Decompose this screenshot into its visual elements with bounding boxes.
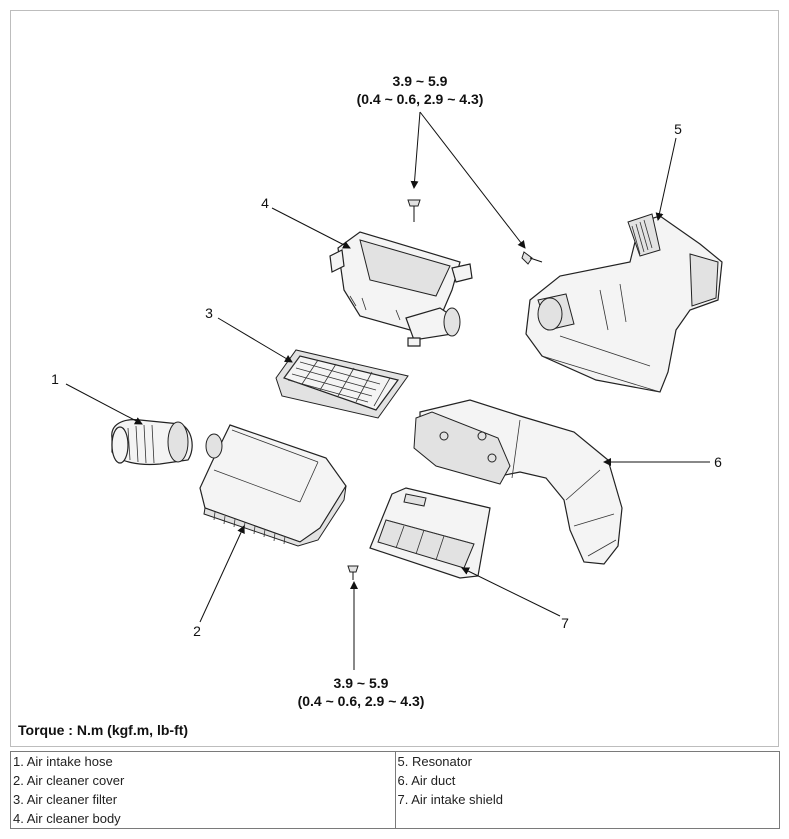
air-intake-shield-drawing	[369, 487, 491, 579]
legend-right-column: 5. Resonator 6. Air duct 7. Air intake s…	[394, 751, 780, 829]
legend-item-3: 3. Air cleaner filter	[13, 792, 118, 807]
callout-4: 4	[261, 195, 269, 211]
torque-bottom-line1: 3.9 ~ 5.9	[334, 675, 389, 691]
callout-2: 2	[193, 623, 201, 639]
legend-item-2: 2. Air cleaner cover	[13, 773, 125, 788]
callout-3: 3	[205, 305, 213, 321]
callout-7: 7	[561, 615, 569, 631]
bolts	[347, 199, 543, 580]
torque-top-line2: (0.4 ~ 0.6, 2.9 ~ 4.3)	[357, 91, 484, 107]
torque-top-line1: 3.9 ~ 5.9	[393, 73, 448, 89]
air-cleaner-body-drawing	[329, 231, 473, 347]
parts-legend-table: 1. Air intake hose 2. Air cleaner cover …	[10, 751, 780, 829]
air-duct-drawing	[413, 399, 623, 565]
callout-5: 5	[674, 121, 682, 137]
torque-units-caption: Torque : N.m (kgf.m, lb-ft)	[18, 722, 189, 738]
legend-item-6: 6. Air duct	[397, 773, 456, 788]
callout-leaders	[65, 137, 710, 623]
legend-item-5: 5. Resonator	[397, 754, 472, 769]
legend-item-7: 7. Air intake shield	[397, 792, 504, 807]
resonator-drawing	[525, 213, 723, 393]
legend-item-4: 4. Air cleaner body	[13, 811, 121, 826]
air-intake-hose-drawing	[111, 419, 193, 466]
exploded-diagram: 3.9 ~ 5.9 (0.4 ~ 0.6, 2.9 ~ 4.3) 3.9 ~ 5…	[51, 73, 723, 709]
callout-6: 6	[714, 454, 722, 470]
air-cleaner-filter-drawing	[275, 349, 409, 419]
torque-bottom-line2: (0.4 ~ 0.6, 2.9 ~ 4.3)	[298, 693, 425, 709]
air-cleaner-cover-drawing	[199, 424, 347, 547]
torque-leader-lines	[350, 111, 526, 670]
legend-left-column: 1. Air intake hose 2. Air cleaner cover …	[11, 752, 396, 829]
callout-1: 1	[51, 371, 59, 387]
legend-item-1: 1. Air intake hose	[13, 754, 113, 769]
